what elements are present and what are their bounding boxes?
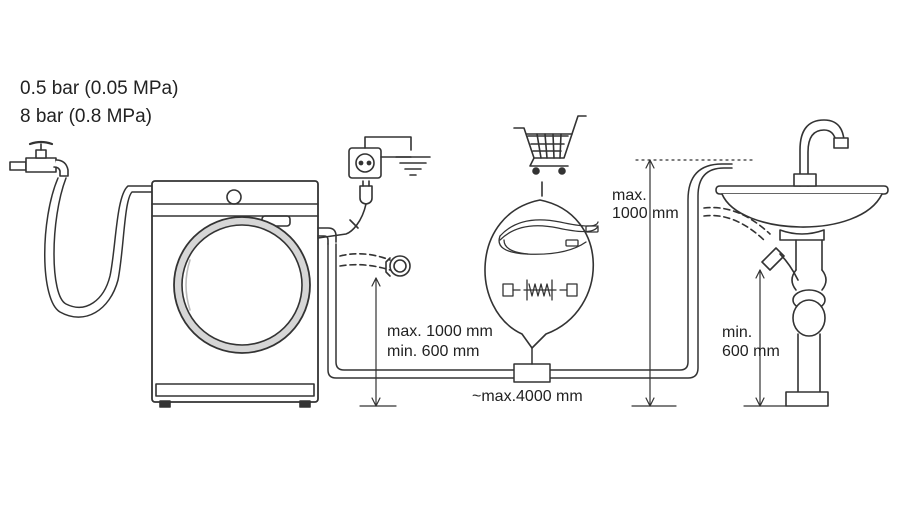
standpipe-max-label-line2: 1000 mm — [612, 205, 679, 222]
sink-drain-hose — [703, 206, 799, 281]
washing-machine — [151, 180, 319, 408]
hose-length-label: ~max.4000 mm — [472, 388, 583, 405]
drain-max-label: max. 1000 mm — [387, 323, 493, 340]
drain-height-dimension — [359, 277, 397, 407]
earth-ground-icon — [395, 156, 431, 176]
hose-joint — [513, 363, 551, 383]
sink-height-dimension — [743, 269, 787, 407]
drain-outlet — [317, 227, 411, 277]
standpipe-dimension — [631, 159, 757, 407]
inlet-hose — [44, 177, 153, 318]
hose-connector-icon — [502, 279, 578, 301]
drain-hose — [327, 163, 733, 383]
pressure-max-label: 8 bar (0.8 MPa) — [20, 106, 152, 127]
pressure-min-label: 0.5 bar (0.05 MPa) — [20, 78, 179, 99]
drain-min-label: min. 600 mm — [387, 343, 480, 360]
power-plug-icon — [317, 180, 373, 239]
standpipe-max-label-line1: max. — [612, 187, 647, 204]
sink-min-label-line1: min. — [722, 324, 753, 341]
accessory-callout — [484, 181, 595, 349]
sink-icon — [715, 119, 889, 407]
sink-min-label-line2: 600 mm — [722, 343, 780, 360]
extension-hose-icon — [498, 219, 599, 255]
shopping-cart-icon — [513, 115, 587, 175]
tap-icon — [9, 140, 69, 177]
